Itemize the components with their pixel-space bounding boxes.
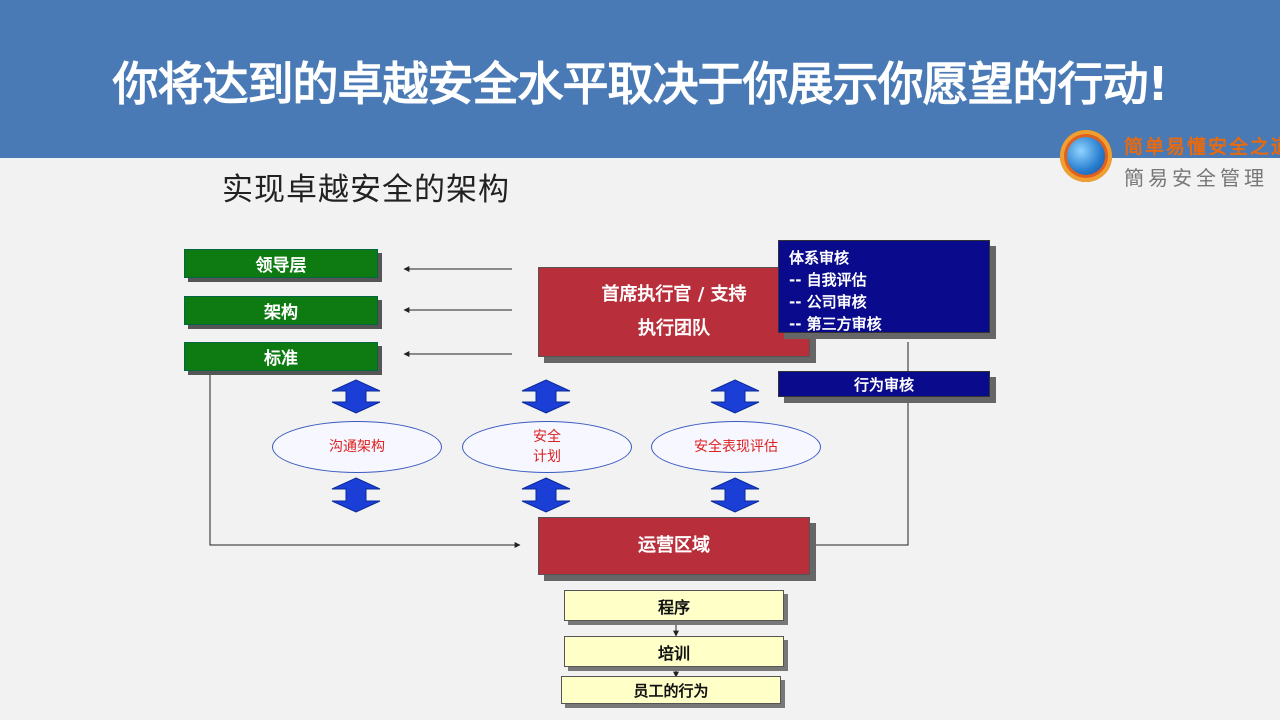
oval-performance-evaluation: 安全表现评估	[651, 421, 821, 473]
executive-line-2: 执行团队	[638, 318, 710, 339]
operations-box: 运营区域	[538, 517, 810, 575]
oval-text: 计划	[533, 449, 561, 465]
structure-box: 架构	[184, 296, 378, 325]
oval-text: 安全表现评估	[694, 439, 778, 455]
double-arrow-icon	[331, 477, 381, 513]
title-banner: 你将达到的卓越安全水平取决于你展示你愿望的行动!	[0, 0, 1280, 158]
oval-text: 安全	[533, 429, 561, 445]
globe-icon	[1060, 130, 1112, 182]
oval-safety-plan: 安全计划	[462, 421, 632, 473]
employee-behavior-box: 员工的行为	[561, 676, 781, 704]
system-audit-box: 体系审核 -- 自我评估 -- 公司审核 -- 第三方审核	[778, 240, 990, 333]
system-audit-item: -- 第三方审核	[789, 315, 882, 333]
training-box: 培训	[564, 636, 784, 667]
line-standards-to-operations	[209, 372, 521, 548]
logo-text-primary: 简单易懂安全之道	[1124, 136, 1280, 158]
standards-box: 标准	[184, 342, 378, 371]
executive-line-1: 首席执行官 / 支持	[601, 284, 747, 305]
diagram-subtitle: 实现卓越安全的架构	[222, 172, 510, 208]
system-audit-item: -- 自我评估	[789, 271, 867, 289]
double-arrow-icon	[710, 477, 760, 513]
double-arrow-icon	[521, 379, 571, 414]
line-audit-to-operations	[812, 342, 909, 546]
double-arrow-icon	[710, 379, 760, 414]
oval-text: 沟通架构	[329, 439, 385, 455]
logo: 简单易懂安全之道 簡易安全管理	[1058, 128, 1280, 190]
system-audit-title: 体系审核	[789, 249, 850, 267]
double-arrow-icon	[521, 477, 571, 513]
oval-communication: 沟通架构	[272, 421, 442, 473]
system-audit-item: -- 公司审核	[789, 293, 867, 311]
double-arrows	[331, 379, 760, 513]
double-arrow-icon	[331, 379, 381, 414]
procedure-box: 程序	[564, 590, 784, 621]
page-title: 你将达到的卓越安全水平取决于你展示你愿望的行动!	[112, 57, 1169, 111]
leadership-box: 领导层	[184, 249, 378, 278]
logo-text-secondary: 簡易安全管理	[1124, 166, 1268, 190]
executive-box: 首席执行官 / 支持 执行团队	[538, 267, 810, 357]
behavior-audit-box: 行为审核	[778, 371, 990, 397]
